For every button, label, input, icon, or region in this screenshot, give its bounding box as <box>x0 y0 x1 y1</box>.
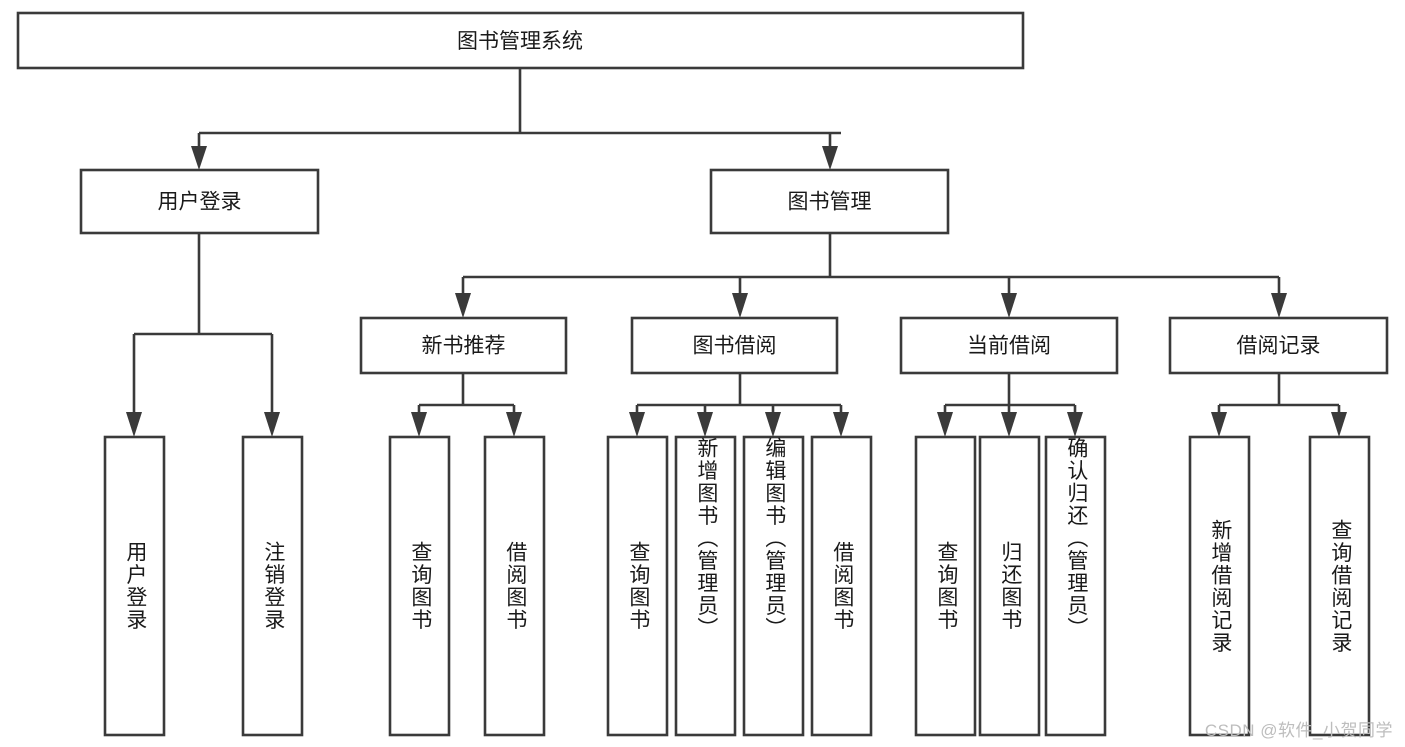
leaf-box-add-borrow-record[interactable] <box>1188 435 1251 737</box>
node-new-book-recommend[interactable]: 新书推荐 <box>359 316 568 375</box>
node-user-login-label: 用户登录 <box>158 191 242 214</box>
leaf-box-borrow-book-1[interactable] <box>483 435 546 737</box>
leaf-box-query-book-1[interactable] <box>388 435 451 737</box>
node-current-borrow-label: 当前借阅 <box>967 335 1051 358</box>
edge-bookmgmt-to-level2 <box>455 233 1287 318</box>
node-book-management[interactable]: 图书管理 <box>709 168 950 235</box>
edge-newbook-to-leaves <box>411 373 522 437</box>
leaf-box-query-borrow-record[interactable] <box>1308 435 1371 737</box>
leaf-box-borrow-book-2[interactable] <box>810 435 873 737</box>
node-borrow-record[interactable]: 借阅记录 <box>1168 316 1389 375</box>
leaf-box-logout[interactable] <box>241 435 304 737</box>
edge-root-to-level1 <box>191 68 841 170</box>
edge-currentborrow-to-leaves <box>937 373 1083 437</box>
leaf-box-edit-book-admin[interactable] <box>742 435 805 737</box>
edge-userlogin-to-leaves <box>126 233 280 437</box>
node-book-borrow[interactable]: 图书借阅 <box>630 316 839 375</box>
leaf-box-return-book[interactable] <box>978 435 1041 737</box>
node-user-login[interactable]: 用户登录 <box>79 168 320 235</box>
leaf-box-query-book-2[interactable] <box>606 435 669 737</box>
node-current-borrow[interactable]: 当前借阅 <box>899 316 1119 375</box>
edge-borrowrecord-to-leaves <box>1211 373 1347 437</box>
leaf-box-confirm-return-admin[interactable] <box>1044 435 1107 737</box>
node-book-management-label: 图书管理 <box>788 191 872 214</box>
edge-borrowbook-to-leaves <box>629 373 849 437</box>
node-new-book-recommend-label: 新书推荐 <box>422 335 506 358</box>
leaf-box-query-book-3[interactable] <box>914 435 977 737</box>
node-root-label: 图书管理系统 <box>457 30 583 53</box>
csdn-watermark: CSDN @软件_小贺同学 <box>1204 721 1393 740</box>
node-borrow-record-label: 借阅记录 <box>1237 335 1321 358</box>
node-root[interactable]: 图书管理系统 <box>16 11 1025 70</box>
leaf-box-add-book-admin[interactable] <box>674 435 737 737</box>
leaf-box-user-login[interactable] <box>103 435 166 737</box>
node-book-borrow-label: 图书借阅 <box>693 335 777 358</box>
